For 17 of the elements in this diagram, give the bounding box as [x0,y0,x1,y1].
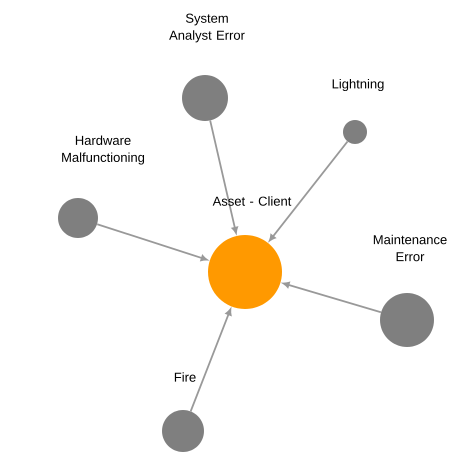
circle-node [162,410,204,452]
circle-node [58,198,98,238]
arrow [190,308,232,412]
node-label: Hardware Malfunctioning [62,135,144,165]
node-label: Asset - Client [212,196,292,206]
arrow [96,223,208,262]
node-label: Maintenance Error [374,234,447,262]
arrow [209,120,238,234]
node-label: Fire [174,372,196,382]
arrow [282,282,382,314]
circle-node [208,235,282,309]
node-label: System Analyst Error [169,14,245,42]
circle-node [343,120,367,144]
circle-node [182,75,228,121]
circle-node [380,293,434,347]
node-label: Lightning [332,78,384,92]
arrow [269,141,348,242]
